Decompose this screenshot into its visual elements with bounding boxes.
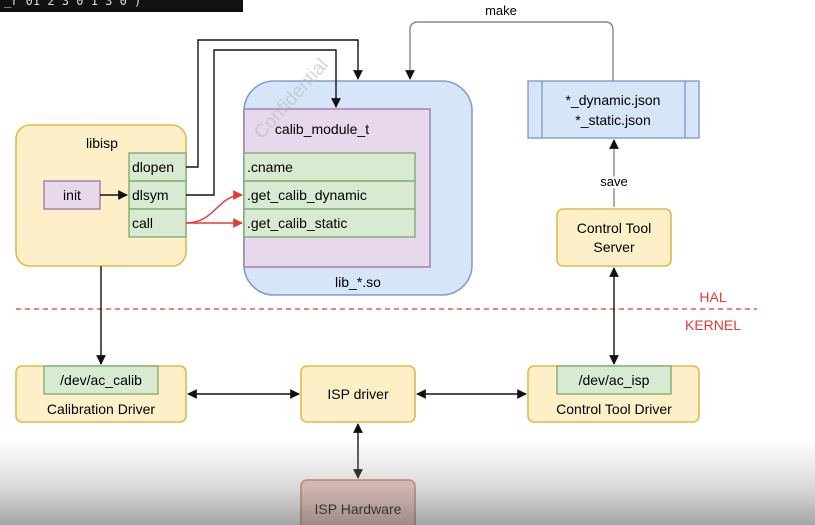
corner-banner: _r 01 2 3 0 1 3 0 ): [0, 0, 243, 12]
make-label: make: [485, 3, 517, 18]
call-label: call: [132, 215, 153, 231]
dev-ac-isp-label: /dev/ac_isp: [579, 372, 650, 388]
dev-ac-calib-label: /dev/ac_calib: [60, 372, 142, 388]
control-tool-server-line2: Server: [593, 239, 635, 255]
json-static-label: *_static.json: [575, 112, 650, 128]
dlsym-label: dlsym: [132, 187, 169, 203]
save-label: save: [600, 174, 627, 189]
kernel-label: KERNEL: [685, 317, 741, 333]
dev-ac-calib-box: [43, 365, 159, 395]
dlopen-box: [128, 152, 187, 182]
libisp-title: libisp: [86, 135, 118, 151]
json-files-box: [527, 80, 700, 139]
arrow-dlopen-to-lib: [186, 39, 363, 168]
dev-ac-isp-box: [556, 365, 672, 395]
field-get-calib-dynamic-label: .get_calib_dynamic: [247, 187, 367, 203]
field-get-calib-dynamic: [243, 180, 416, 210]
init-box: [43, 180, 101, 210]
init-label: init: [63, 187, 81, 203]
arrow-dlsym-to-module: [186, 49, 341, 196]
dlsym-box: [128, 180, 187, 210]
isp-hardware-label: ISP Hardware: [315, 501, 402, 517]
corner-banner-text: _r 01 2 3 0 1 3 0 ): [4, 0, 142, 8]
control-tool-driver-label: Control Tool Driver: [556, 401, 672, 417]
field-get-calib-static-label: .get_calib_static: [247, 215, 347, 231]
calib-module-title: calib_module_t: [275, 121, 369, 137]
control-tool-server-box: [556, 208, 672, 267]
calibration-driver-label: Calibration Driver: [47, 401, 155, 417]
hal-label: HAL: [699, 289, 726, 305]
field-cname-label: .cname: [247, 159, 293, 175]
dlopen-label: dlopen: [132, 159, 174, 175]
arrow-call-to-dynamic: [185, 190, 243, 224]
control-tool-server-line1: Control Tool: [577, 220, 651, 236]
isp-driver-label: ISP driver: [327, 386, 389, 402]
isp-driver-box: [300, 365, 416, 423]
lib-so-label: lib_*.so: [335, 274, 381, 290]
arrow-make: [405, 21, 614, 81]
field-get-calib-static: [243, 208, 416, 238]
json-dynamic-label: *_dynamic.json: [566, 92, 661, 108]
